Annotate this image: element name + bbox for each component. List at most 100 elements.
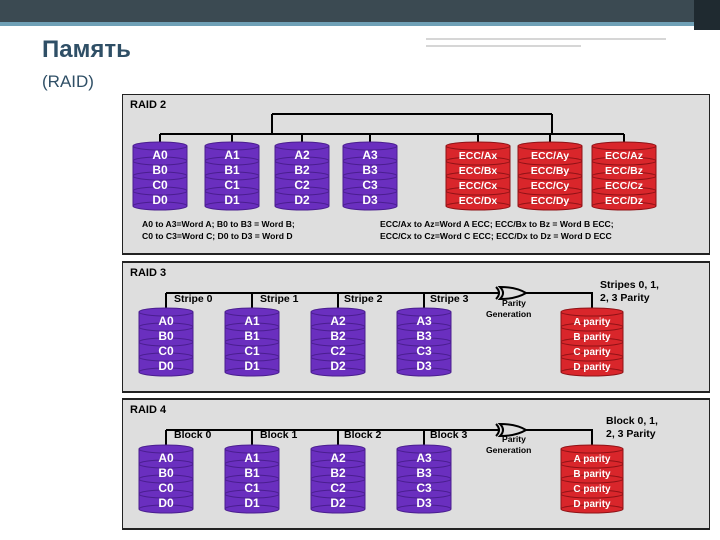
disk-label: C parity: [573, 347, 611, 358]
disk-platter-edge: [517, 186, 583, 196]
disk-platter-edge: [310, 504, 366, 514]
disk-top: [274, 141, 330, 151]
disk-label: B2: [330, 329, 346, 343]
disk-platter-edge: [224, 337, 280, 347]
raid4-parity-gen-2: Generation: [486, 445, 531, 455]
raid2-caption-right-2: ECC/Cx to Cz=Word C ECC; ECC/Dx to Dz = …: [380, 231, 612, 241]
disk-label: A1: [244, 314, 260, 328]
raid3-connectors: [165, 285, 593, 308]
raid3-header-1: Stripe 1: [260, 293, 299, 305]
disk-label: D0: [158, 359, 174, 373]
raid3-parity-head-1: Stripes 0, 1,: [600, 279, 659, 291]
disk-platter-edge: [591, 186, 657, 196]
disk-platter-edge: [591, 171, 657, 181]
disk-label: A3: [362, 148, 378, 162]
disk-platter-edge: [396, 504, 452, 514]
disk-label: B parity: [573, 332, 611, 343]
raid3-header-3: Stripe 3: [430, 293, 469, 305]
raid4-parity-head-2: 2, 3 Parity: [606, 428, 656, 440]
raid4-panel: RAID 4 Block 0 Block 1 Block 2 Block 3 P…: [122, 398, 710, 530]
disk-platter-edge: [560, 459, 624, 469]
disk-platter-edge: [517, 156, 583, 166]
disk-platter-edge: [310, 337, 366, 347]
slide-title: Память: [42, 36, 131, 63]
disk-label: A0: [158, 451, 174, 465]
disk-platter-edge: [132, 156, 188, 166]
disk-platter-edge: [396, 352, 452, 362]
disk-label: ECC/Dy: [531, 195, 570, 207]
disk-label: C0: [152, 178, 168, 192]
disk-platter-edge: [274, 171, 330, 181]
raid2-connectors: [159, 113, 625, 142]
disk-platter-edge: [591, 156, 657, 166]
slide-top-bar: [0, 0, 720, 22]
xor-gate-icon: [497, 422, 528, 438]
disk-label: A parity: [574, 454, 611, 465]
disk-label: D1: [244, 496, 260, 510]
connector-line: [526, 292, 593, 308]
disk-top: [224, 307, 280, 317]
disk-label: D3: [362, 193, 378, 207]
disk-label: C2: [330, 481, 346, 495]
disk-platter-edge: [560, 367, 624, 377]
disk-platter-edge: [342, 186, 398, 196]
slide-rule: [426, 45, 581, 47]
disk-top: [310, 444, 366, 454]
slide-rule: [426, 38, 666, 40]
disk-label: A0: [158, 314, 174, 328]
disk-platter-edge: [591, 201, 657, 211]
disk-label: A0: [152, 148, 168, 162]
disk-platter-edge: [517, 171, 583, 181]
slide-top-accent: [0, 22, 720, 26]
disk-label: C1: [244, 344, 260, 358]
disk-label: B2: [330, 466, 346, 480]
disk-label: A3: [416, 314, 432, 328]
disk-platter-edge: [132, 171, 188, 181]
raid3-parity-gen-1: Parity: [502, 298, 526, 308]
disk-label: C parity: [573, 484, 611, 495]
raid2-caption-left-1: A0 to A3=Word A; B0 to B3 = Word B;: [142, 219, 295, 229]
disk-top: [138, 307, 194, 317]
disk-top: [560, 444, 624, 454]
disk-label: ECC/Dz: [605, 195, 643, 207]
disk-label: A2: [294, 148, 310, 162]
disk-label: B3: [416, 466, 432, 480]
disk-platter-edge: [310, 459, 366, 469]
raid2-caption-left-2: C0 to C3=Word C; D0 to D3 = Word D: [142, 231, 293, 241]
disk-platter-edge: [310, 367, 366, 377]
disk-platter-edge: [132, 201, 188, 211]
disk-platter-edge: [342, 156, 398, 166]
raid3-header-0: Stripe 0: [174, 293, 213, 305]
raid2-disks: D0C0B0A0D1C1B1A1D2C2B2A2D3C3B3A3ECC/DxEC…: [132, 141, 657, 211]
disk-top: [396, 444, 452, 454]
disk-platter-edge: [224, 322, 280, 332]
disk-platter-edge: [274, 156, 330, 166]
disk-label: ECC/By: [531, 165, 570, 177]
disk-platter-edge: [138, 474, 194, 484]
disk-platter-edge: [132, 186, 188, 196]
disk-platter-edge: [560, 352, 624, 362]
disk-label: D0: [152, 193, 168, 207]
disk-label: ECC/Cz: [605, 180, 643, 192]
disk-platter-edge: [138, 459, 194, 469]
disk-label: C3: [362, 178, 378, 192]
disk-platter-edge: [274, 186, 330, 196]
disk-top: [445, 141, 511, 151]
disk-platter-edge: [204, 171, 260, 181]
disk-label: C3: [416, 481, 432, 495]
disk-platter-edge: [310, 474, 366, 484]
disk-platter-edge: [224, 352, 280, 362]
disk-platter-edge: [560, 322, 624, 332]
